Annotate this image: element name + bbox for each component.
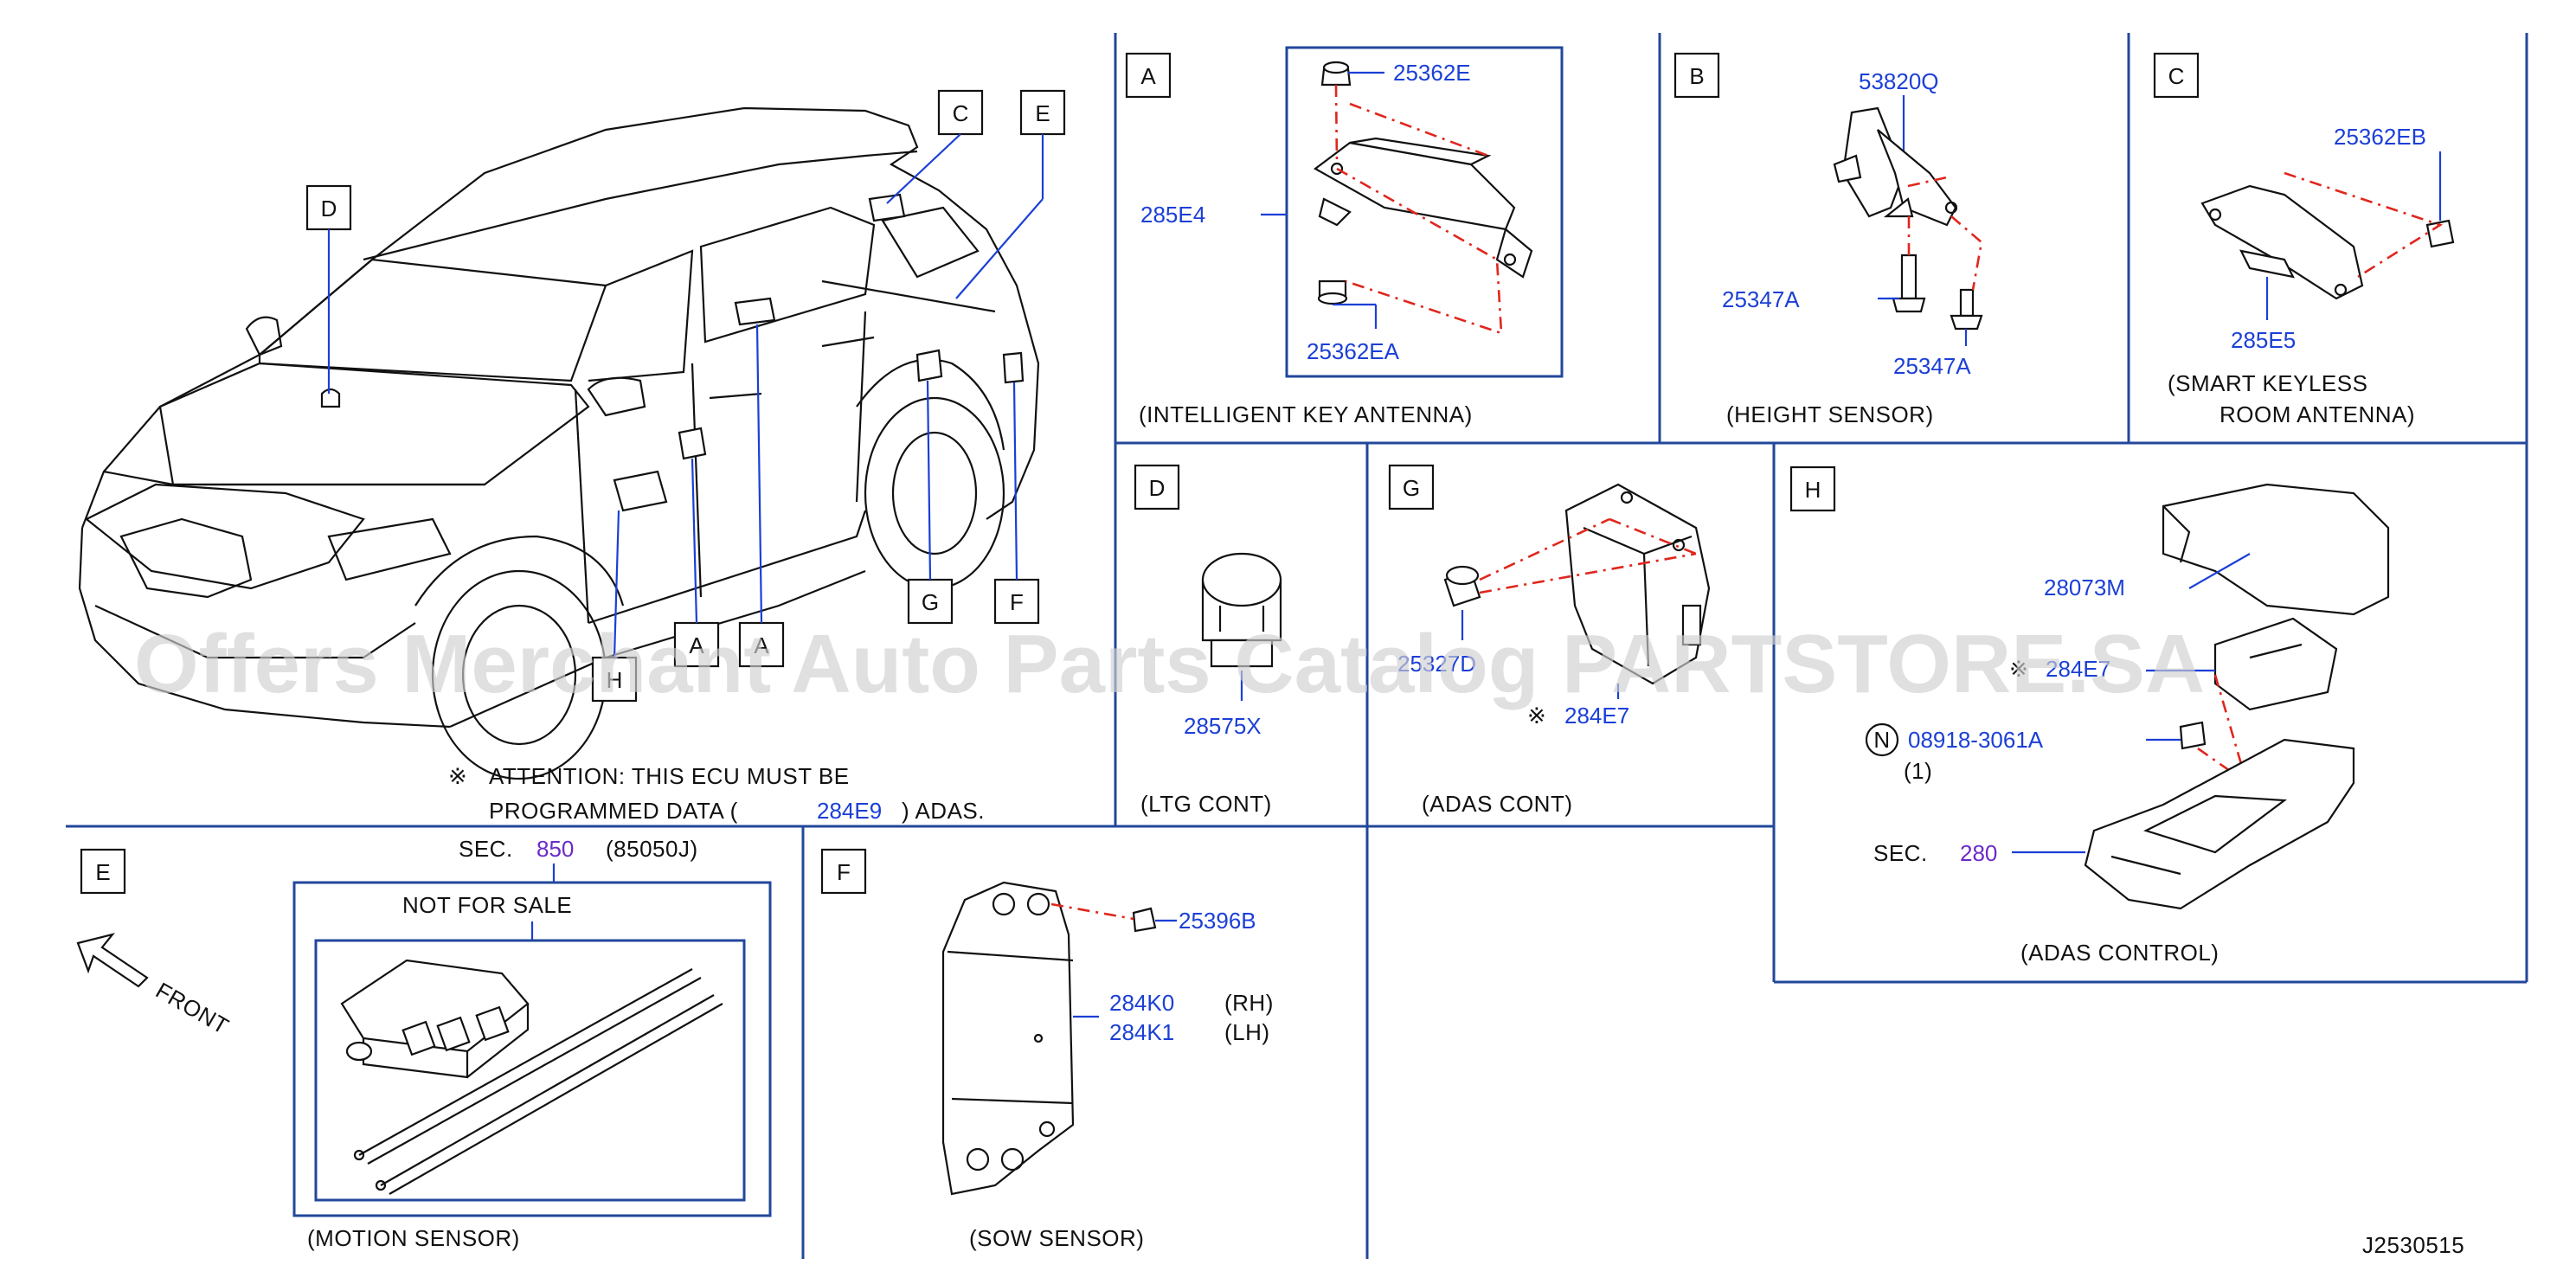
watermark: Offers Merchant Auto Parts Catalog PARTS… xyxy=(134,618,2205,710)
part-25347a-left: 25347A xyxy=(1722,286,1800,312)
note-line1: ATTENTION: THIS ECU MUST BE xyxy=(489,763,850,789)
panel-e-sec-part: (85050J) xyxy=(606,836,698,862)
part-284k1: 284K1 xyxy=(1109,1019,1174,1045)
panel-f-letter: F xyxy=(837,859,851,885)
note-line2-pre: PROGRAMMED DATA ( xyxy=(489,798,738,824)
panel-b: B 53820Q 25347A 25347A (HEIGHT SENSOR) xyxy=(1673,52,1983,427)
callout-e-label: E xyxy=(1035,100,1050,126)
panel-h-letter: H xyxy=(1805,477,1821,503)
panel-b-letter: B xyxy=(1689,63,1704,89)
panel-d-caption: (LTG CONT) xyxy=(1140,791,1272,817)
part-284e7-h: 284E7 xyxy=(2046,656,2110,682)
part-28073m: 28073M xyxy=(2044,575,2125,600)
callout-c-label: C xyxy=(953,100,969,126)
panel-g-caption: (ADAS CONT) xyxy=(1422,791,1573,817)
callout-d: D xyxy=(305,184,352,394)
panel-b-caption: (HEIGHT SENSOR) xyxy=(1726,401,1934,427)
panel-h-sec-number[interactable]: 280 xyxy=(1960,840,1997,866)
callout-a2: A xyxy=(738,324,785,668)
panel-d: D 28575X (LTG CONT) xyxy=(1134,464,1282,817)
callout-h: H xyxy=(591,510,638,703)
note-line2-post: ) ADAS. xyxy=(902,798,985,824)
nut-quantity: (1) xyxy=(1904,758,1932,784)
panel-h-caption: (ADAS CONTROL) xyxy=(2020,940,2219,966)
part-284e7-g: 284E7 xyxy=(1564,703,1629,729)
panel-c: C 25362EB 285E5 (SMART KEYLESS ROOM ANTE… xyxy=(2153,52,2455,427)
panel-c-caption-line1: (SMART KEYLESS xyxy=(2168,370,2367,396)
callout-f-label: F xyxy=(1010,589,1024,615)
panel-f: F 25396B 284K0 (RH) 284K1 (LH) (SOW SENS… xyxy=(820,848,1274,1251)
panel-f-caption: (SOW SENSOR) xyxy=(969,1225,1144,1251)
note-mark: ※ xyxy=(448,763,467,789)
part-25327d: 25327D xyxy=(1397,651,1476,677)
callout-a1-label: A xyxy=(689,632,704,658)
panel-h-mark: ※ xyxy=(2009,656,2028,682)
panel-grid xyxy=(66,33,2528,1259)
front-label: FRONT xyxy=(151,977,234,1039)
part-25362e: 25362E xyxy=(1393,60,1471,86)
panel-g-letter: G xyxy=(1403,475,1420,501)
panel-e: E SEC. 850 (85050J) NOT FOR SALE FRONT (… xyxy=(76,836,772,1251)
panel-e-sec-number[interactable]: 850 xyxy=(536,836,574,862)
panel-e-caption: (MOTION SENSOR) xyxy=(307,1225,520,1251)
rh-label: (RH) xyxy=(1224,990,1274,1016)
part-25362ea: 25362EA xyxy=(1307,338,1400,364)
panel-g: G 25327D ※ 284E7 (ADAS CONT) xyxy=(1388,464,1711,817)
panel-a-letter: A xyxy=(1140,63,1156,89)
part-25362eb: 25362EB xyxy=(2334,124,2426,150)
part-25347a-right: 25347A xyxy=(1893,353,1971,379)
panel-c-letter: C xyxy=(2168,63,2185,89)
callout-h-label: H xyxy=(607,667,623,693)
part-25396b: 25396B xyxy=(1179,908,1256,934)
callout-f: F xyxy=(993,382,1040,625)
part-284k0: 284K0 xyxy=(1109,990,1174,1016)
part-53820q: 53820Q xyxy=(1859,68,1939,94)
panel-c-caption-line2: ROOM ANTENNA) xyxy=(2219,401,2415,427)
callout-e: E xyxy=(955,89,1066,299)
note-part-number: 284E9 xyxy=(817,798,882,824)
panel-e-sec-label: SEC. xyxy=(459,836,513,862)
callout-a2-label: A xyxy=(754,632,769,658)
overview-callouts: D C E H A A G xyxy=(305,89,1066,703)
panel-g-mark: ※ xyxy=(1527,703,1546,729)
panel-a-caption: (INTELLIGENT KEY ANTENNA) xyxy=(1139,401,1473,427)
panel-h-sec-label: SEC. xyxy=(1873,840,1928,866)
part-28575x: 28575X xyxy=(1184,713,1262,739)
part-285e5: 285E5 xyxy=(2231,327,2296,353)
callout-c: C xyxy=(886,89,984,204)
panel-h: H 28073M ※ 284E7 N 08918-3061A (1) SEC. … xyxy=(1789,465,2390,966)
part-285e4: 285E4 xyxy=(1140,202,1205,228)
callout-a1: A xyxy=(673,458,720,668)
nut-symbol: N xyxy=(1873,727,1890,753)
panel-d-letter: D xyxy=(1149,475,1166,501)
callout-d-label: D xyxy=(321,196,337,221)
ecu-attention-note: ※ ATTENTION: THIS ECU MUST BE PROGRAMMED… xyxy=(448,763,985,824)
part-08918-3061a: 08918-3061A xyxy=(1908,727,2044,753)
callout-g-label: G xyxy=(922,589,939,615)
panel-a: A 25362E 285E4 25362EA (INTELLIGENT KEY … xyxy=(1125,46,1564,427)
panel-e-letter: E xyxy=(95,859,110,885)
callout-g: G xyxy=(907,380,954,625)
diagram-code: J2530515 xyxy=(2362,1232,2464,1258)
lh-label: (LH) xyxy=(1224,1019,1270,1045)
not-for-sale-label: NOT FOR SALE xyxy=(402,892,572,918)
